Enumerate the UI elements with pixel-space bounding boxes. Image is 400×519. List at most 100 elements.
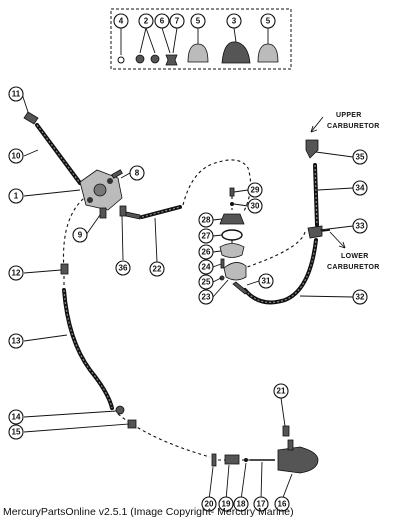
callout-19: 19 bbox=[218, 496, 234, 512]
svg-text:CARBURETOR: CARBURETOR bbox=[327, 264, 380, 271]
fuel-hoses bbox=[23, 111, 319, 461]
svg-text:2: 2 bbox=[144, 17, 149, 26]
callout-28: 28 bbox=[198, 212, 214, 228]
callout-29: 29 bbox=[247, 182, 263, 198]
svg-text:19: 19 bbox=[222, 500, 231, 509]
callout-35: 35 bbox=[352, 149, 368, 165]
callout-32: 32 bbox=[352, 289, 368, 305]
svg-text:LOWER: LOWER bbox=[341, 253, 369, 260]
svg-text:10: 10 bbox=[12, 152, 21, 161]
fuel-pump-body bbox=[79, 169, 141, 220]
callout-20: 20 bbox=[201, 496, 217, 512]
line-fittings bbox=[60, 263, 137, 429]
svg-text:CARBURETOR: CARBURETOR bbox=[327, 123, 380, 130]
callout-9: 9 bbox=[72, 227, 88, 243]
svg-text:4: 4 bbox=[119, 17, 124, 26]
kit-diaphragm-part bbox=[187, 43, 209, 63]
callout-23: 23 bbox=[198, 289, 214, 305]
primer-assembly bbox=[211, 425, 319, 474]
kit-check-valve-part-2 bbox=[150, 54, 160, 64]
callout-21: 21 bbox=[273, 383, 289, 399]
callout-33: 33 bbox=[352, 218, 368, 234]
callout-5: 5 bbox=[190, 13, 206, 29]
lower-carburetor-label: LOWER CARBURETOR bbox=[327, 253, 380, 271]
callout-8: 8 bbox=[129, 165, 145, 181]
svg-text:18: 18 bbox=[237, 500, 246, 509]
callout-2: 2 bbox=[138, 13, 154, 29]
svg-text:14: 14 bbox=[12, 413, 21, 422]
callout-12: 12 bbox=[8, 265, 24, 281]
svg-text:23: 23 bbox=[202, 293, 211, 302]
callout-31: 31 bbox=[258, 273, 274, 289]
svg-text:15: 15 bbox=[12, 428, 21, 437]
callout-26: 26 bbox=[198, 244, 214, 260]
kit-diaphragm-part-2 bbox=[257, 43, 279, 63]
svg-text:22: 22 bbox=[153, 265, 162, 274]
svg-text:6: 6 bbox=[160, 17, 165, 26]
kit-gasket-part bbox=[221, 41, 251, 64]
kit-washer-part bbox=[117, 56, 125, 64]
svg-text:28: 28 bbox=[202, 216, 211, 225]
callout-15: 15 bbox=[8, 424, 24, 440]
carburetor-fittings bbox=[305, 139, 331, 239]
hose-34 bbox=[313, 163, 319, 227]
svg-text:5: 5 bbox=[196, 17, 201, 26]
upper-carburetor-label: UPPER CARBURETOR bbox=[327, 112, 380, 130]
callout-3: 3 bbox=[226, 13, 242, 29]
svg-text:1: 1 bbox=[14, 192, 19, 201]
svg-text:8: 8 bbox=[135, 169, 140, 178]
callout-30: 30 bbox=[247, 198, 263, 214]
svg-text:16: 16 bbox=[278, 500, 287, 509]
callout-4: 4 bbox=[113, 13, 129, 29]
callout-6: 6 bbox=[154, 13, 170, 29]
svg-text:32: 32 bbox=[356, 293, 365, 302]
svg-text:25: 25 bbox=[202, 278, 211, 287]
svg-text:29: 29 bbox=[251, 186, 260, 195]
callout-25: 25 bbox=[198, 274, 214, 290]
svg-text:35: 35 bbox=[356, 153, 365, 162]
svg-text:24: 24 bbox=[202, 263, 211, 272]
svg-text:11: 11 bbox=[12, 90, 21, 99]
callout-5-right: 5 bbox=[260, 13, 276, 29]
svg-text:UPPER: UPPER bbox=[336, 112, 362, 119]
callout-18: 18 bbox=[233, 496, 249, 512]
svg-text:34: 34 bbox=[356, 184, 365, 193]
svg-text:20: 20 bbox=[205, 500, 214, 509]
copyright-caption: MercuryPartsOnline v2.5.1 (Image Copyrig… bbox=[3, 506, 294, 518]
svg-text:9: 9 bbox=[78, 231, 83, 240]
svg-text:12: 12 bbox=[12, 269, 21, 278]
svg-text:7: 7 bbox=[175, 17, 180, 26]
kit-retainer-part bbox=[165, 54, 178, 66]
callout-11: 11 bbox=[8, 86, 24, 102]
kit-check-valve-part bbox=[135, 54, 145, 64]
svg-text:31: 31 bbox=[262, 277, 271, 286]
callout-leaders bbox=[21, 93, 354, 501]
svg-text:17: 17 bbox=[257, 500, 266, 509]
svg-text:33: 33 bbox=[356, 222, 365, 231]
hose-13 bbox=[62, 288, 114, 410]
repair-kit-inset bbox=[110, 8, 292, 70]
svg-text:27: 27 bbox=[202, 232, 211, 241]
callout-10: 10 bbox=[8, 148, 24, 164]
fuel-filter-assembly bbox=[219, 187, 249, 295]
callout-1: 1 bbox=[8, 188, 24, 204]
svg-text:30: 30 bbox=[251, 202, 260, 211]
callout-7: 7 bbox=[169, 13, 185, 29]
svg-text:3: 3 bbox=[232, 17, 237, 26]
callout-36: 36 bbox=[115, 260, 131, 276]
svg-text:21: 21 bbox=[277, 387, 286, 396]
svg-text:36: 36 bbox=[119, 264, 128, 273]
hose-32 bbox=[243, 238, 318, 305]
callout-13: 13 bbox=[8, 333, 24, 349]
callout-17: 17 bbox=[253, 496, 269, 512]
callout-27: 27 bbox=[198, 228, 214, 244]
callout-14: 14 bbox=[8, 409, 24, 425]
svg-text:5: 5 bbox=[266, 17, 271, 26]
svg-text:13: 13 bbox=[12, 337, 21, 346]
callout-22: 22 bbox=[149, 261, 165, 277]
svg-text:26: 26 bbox=[202, 248, 211, 257]
callout-34: 34 bbox=[352, 180, 368, 196]
fitting-11-part bbox=[23, 111, 39, 125]
callout-24: 24 bbox=[198, 259, 214, 275]
